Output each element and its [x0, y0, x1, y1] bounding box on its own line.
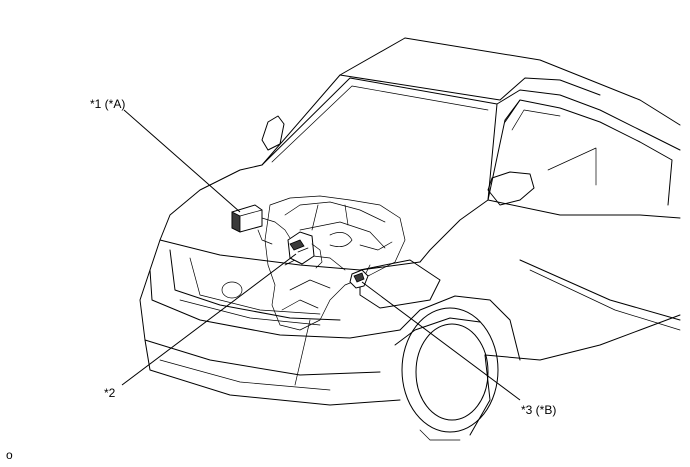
component-3 — [349, 269, 369, 289]
figure-id: o — [6, 448, 13, 462]
callout-label-2: *2 — [104, 386, 116, 400]
component-1 — [231, 204, 291, 245]
vehicle-body — [139, 37, 681, 441]
leader-line-2 — [121, 253, 297, 386]
component-2 — [287, 231, 323, 269]
leader-line-3 — [361, 281, 521, 401]
callout-label-1: *1 (*A) — [90, 97, 125, 111]
leader-line-1 — [123, 109, 241, 213]
engine-assembly — [264, 195, 406, 386]
callout-label-3: *3 (*B) — [521, 403, 556, 417]
